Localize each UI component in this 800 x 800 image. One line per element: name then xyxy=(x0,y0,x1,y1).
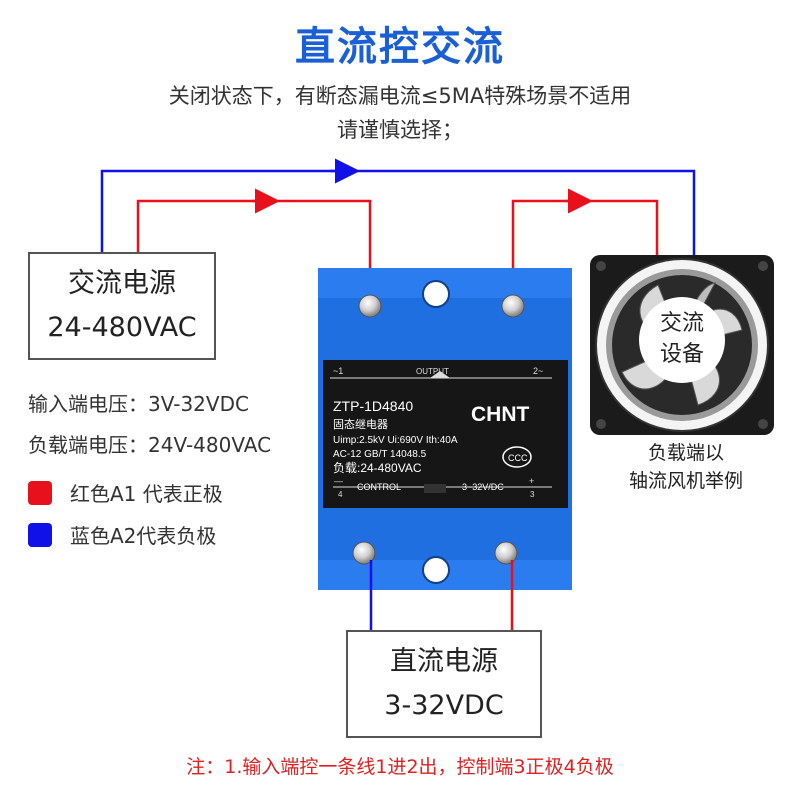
relay-brand: CHNT xyxy=(471,403,529,426)
relay-spec-2: AC-12 GB/T 14048.5 xyxy=(333,449,427,460)
blue-swatch xyxy=(28,522,52,547)
relay-minus-label: — xyxy=(334,476,343,486)
relay-term2-label: 2~ xyxy=(533,366,543,376)
red-swatch xyxy=(28,480,52,505)
dc-power-source-box: 直流电源 3-32VDC xyxy=(346,630,542,738)
screw-terminal-4 xyxy=(352,541,376,565)
relay-term3-label: 3 xyxy=(530,490,535,499)
subtitle-line-1: 关闭状态下，有断态漏电流≤5MA特殊场景不适用 xyxy=(168,84,632,108)
relay-model: ZTP-1D4840 xyxy=(333,398,413,414)
fan-caption-line-1: 负载端以 xyxy=(647,442,724,464)
screw-terminal-3 xyxy=(494,541,518,565)
legend-red: 红色A1 代表正极 xyxy=(28,478,223,507)
footer-note: 注：1.输入端控一条线1进2出，控制端3正极4负极 xyxy=(186,756,614,778)
load-voltage-spec: 负载端电压：24V-480VAC xyxy=(28,433,272,457)
legend-blue-label: 蓝色A2代表负极 xyxy=(70,524,217,548)
relay-type-name: 固态继电器 xyxy=(333,418,388,431)
relay-output-label: OUTPUT xyxy=(416,367,449,376)
legend-blue: 蓝色A2代表负极 xyxy=(28,520,216,549)
mounting-hole-top xyxy=(422,280,450,308)
ac-power-source-box: 交流电源 24-480VAC xyxy=(28,252,216,360)
fan-label-line-1: 交流 xyxy=(660,310,704,335)
relay-control-label: CONTROL xyxy=(357,482,401,492)
screw-terminal-1 xyxy=(358,294,382,318)
input-voltage-spec: 输入端电压：3V-32VDC xyxy=(28,392,249,416)
screw-terminal-2 xyxy=(501,294,525,318)
relay-label-panel xyxy=(323,360,568,508)
legend-red-label: 红色A1 代表正极 xyxy=(70,482,223,506)
relay-control-range: 3~32V/DC xyxy=(462,482,504,492)
fan-label-line-2: 设备 xyxy=(660,341,704,366)
ac-source-label: 交流电源 xyxy=(68,268,176,299)
relay-load: 负载:24-480VAC xyxy=(333,461,422,475)
ccc-mark-icon: CCC xyxy=(502,446,532,468)
page-title: 直流控交流 xyxy=(295,24,505,70)
relay-spec-1: Uimp:2.5kV Ui:690V Ith:40A xyxy=(333,435,458,446)
subtitle-line-2: 请谨慎选择； xyxy=(337,118,463,142)
svg-text:CCC: CCC xyxy=(508,453,528,463)
red-wire-ac-out xyxy=(511,188,659,302)
relay-plus-label: + xyxy=(529,476,534,486)
axial-fan-icon xyxy=(590,255,774,435)
dc-source-label: 直流电源 xyxy=(390,646,498,677)
dc-source-voltage: 3-32VDC xyxy=(384,690,504,721)
ac-source-voltage: 24-480VAC xyxy=(47,312,197,343)
relay-term4-label: 4 xyxy=(338,490,343,499)
red-wire-ac-in xyxy=(136,188,372,302)
mounting-hole-bottom xyxy=(422,556,450,584)
blue-wire-ac xyxy=(100,158,696,257)
relay-term1-label: ~1 xyxy=(333,366,343,376)
fan-caption-line-2: 轴流风机举例 xyxy=(628,470,743,492)
solid-state-relay: OUTPUT ~1 2~ ZTP-1D4840 CHNT 固态继电器 Uimp:… xyxy=(318,268,572,590)
